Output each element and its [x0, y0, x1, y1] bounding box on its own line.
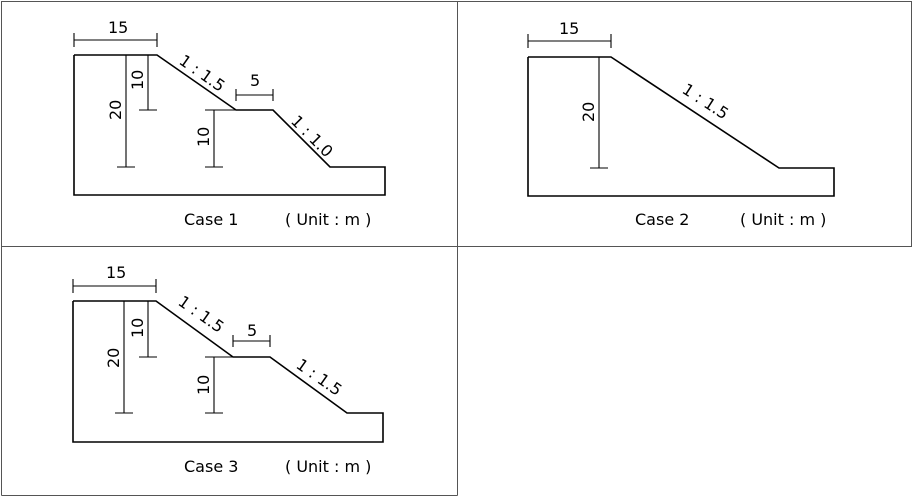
case-3-upper-height-label: 10 — [128, 318, 147, 338]
case-1-unit: ( Unit : m ) — [285, 210, 371, 229]
case-2-slope-profile — [527, 56, 835, 197]
case-1-caption: Case 1 — [184, 210, 238, 229]
case-3-panel: 15 20 10 10 5 1 : 1.5 1 : 1.5 Case 3 ( U… — [0, 246, 457, 496]
case-1-top-width-label: 15 — [108, 18, 128, 37]
case-3-top-width-label: 15 — [106, 263, 126, 282]
case-2-top-width-label: 15 — [559, 19, 579, 38]
case-1-lower-slope-label: 1 : 1.0 — [287, 111, 337, 161]
case-3-lower-height-label: 10 — [194, 375, 213, 395]
case-3-unit: ( Unit : m ) — [285, 457, 371, 476]
case-1-berm-width-label: 5 — [250, 71, 260, 90]
case-2-diagram: 15 20 1 : 1.5 Case 2 ( Unit : m ) — [527, 19, 835, 229]
case-1-slope-profile — [73, 54, 386, 196]
case-2-panel: 15 20 1 : 1.5 Case 2 ( Unit : m ) — [457, 0, 914, 246]
case-3-slope-profile — [72, 300, 384, 443]
case-1-total-height-label: 20 — [106, 100, 125, 120]
case-2-slope-label: 1 : 1.5 — [679, 79, 732, 123]
case-1-panel: 15 20 10 10 5 1 : 1.5 1 : 1.0 Case 1 ( U — [0, 0, 457, 246]
case-3-berm-width-label: 5 — [247, 321, 257, 340]
case-2-total-height-label: 20 — [579, 102, 598, 122]
case-2-caption: Case 2 — [635, 210, 689, 229]
case-3-caption: Case 3 — [184, 457, 238, 476]
case-1-upper-height-label: 10 — [128, 70, 147, 90]
case-3-upper-slope-label: 1 : 1.5 — [175, 292, 228, 337]
case-1-lower-height-label: 10 — [194, 127, 213, 147]
case-3-total-height-label: 20 — [104, 348, 123, 368]
case-2-unit: ( Unit : m ) — [740, 210, 826, 229]
case-3-diagram: 15 20 10 10 5 1 : 1.5 1 : 1.5 Case 3 ( U… — [72, 263, 384, 476]
case-1-diagram: 15 20 10 10 5 1 : 1.5 1 : 1.0 Case 1 ( U — [73, 18, 386, 229]
